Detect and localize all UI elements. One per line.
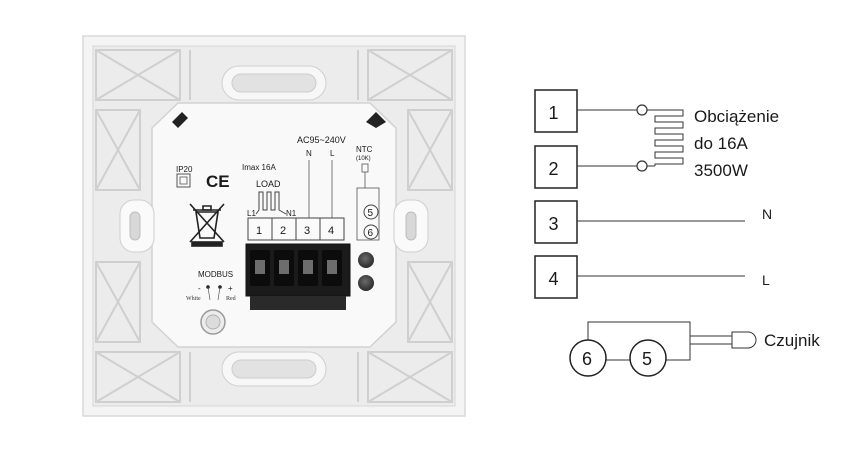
schematic-box-1 [534,89,578,133]
sensor-label: Czujnik [764,331,820,350]
live-label: L [762,272,770,288]
corner-ribs [95,49,453,403]
weee-bin-icon [189,203,225,247]
modbus-label: MODBUS [198,270,233,279]
load-text-line-2: do 16A [694,134,749,153]
svg-text:3: 3 [549,214,559,234]
ntc-screw-5 [358,252,374,268]
terminal-block [245,243,351,310]
heater-element-icon [647,109,684,167]
load-text-line-3: 3500W [694,161,748,180]
svg-text:5: 5 [642,349,652,369]
load-heater-icon [255,191,287,215]
svg-text:2: 2 [549,159,559,179]
load-text-line-1: Obciążenie [694,107,779,126]
ntc-screw-6 [358,275,374,291]
thermostat-back-view: IP20 CE Imax 16A LOAD L1 N1 AC95~240V N … [82,35,466,417]
ip20-square [176,173,191,188]
terminal-3-label: 3 [304,225,310,237]
schematic-box-2 [534,145,578,189]
n1-label: N1 [286,209,297,218]
load-label: LOAD [256,179,281,189]
ntc-bracket [356,187,380,241]
ip20-label: IP20 [176,165,193,174]
voltage-label: AC95~240V [297,135,346,145]
sensor-terminal-5 [629,339,667,377]
terminal-1-label: 1 [256,225,262,237]
svg-text:5: 5 [368,208,374,219]
terminal-2-label: 2 [280,225,286,237]
neutral-label: N [762,206,772,222]
schematic-box-4 [534,255,578,299]
modbus-plus: + [228,284,233,293]
svg-text:6: 6 [368,228,374,239]
modbus-minus: - [198,284,201,293]
ntc-value-label: (10K) [356,156,371,162]
schematic-box-3 [534,200,578,244]
l1-label: L1 [247,209,256,218]
svg-text:1: 1 [549,103,559,123]
l-terminal-label: L [330,149,335,158]
modbus-white-label: White [186,296,201,302]
sensor-probe-icon [690,331,757,349]
wiring-schematic: 1 2 3 4 Obciążenie do 16A 3500W N L 6 5 [534,89,820,377]
svg-text:4: 4 [549,269,559,289]
load-terminal-bottom [636,160,648,172]
modbus-red-label: Red [226,296,236,302]
ntc-label: NTC [356,145,373,154]
imax-label: Imax 16A [242,163,276,172]
load-terminal-top [636,104,648,116]
ntc-terminal-5 [363,204,379,220]
n-terminal-label: N [306,149,312,158]
sensor-terminal-6 [569,339,607,377]
ce-mark: CE [206,172,230,191]
svg-text:6: 6 [582,349,592,369]
ntc-terminal-6 [363,224,379,240]
terminal-4-label: 4 [328,225,334,237]
